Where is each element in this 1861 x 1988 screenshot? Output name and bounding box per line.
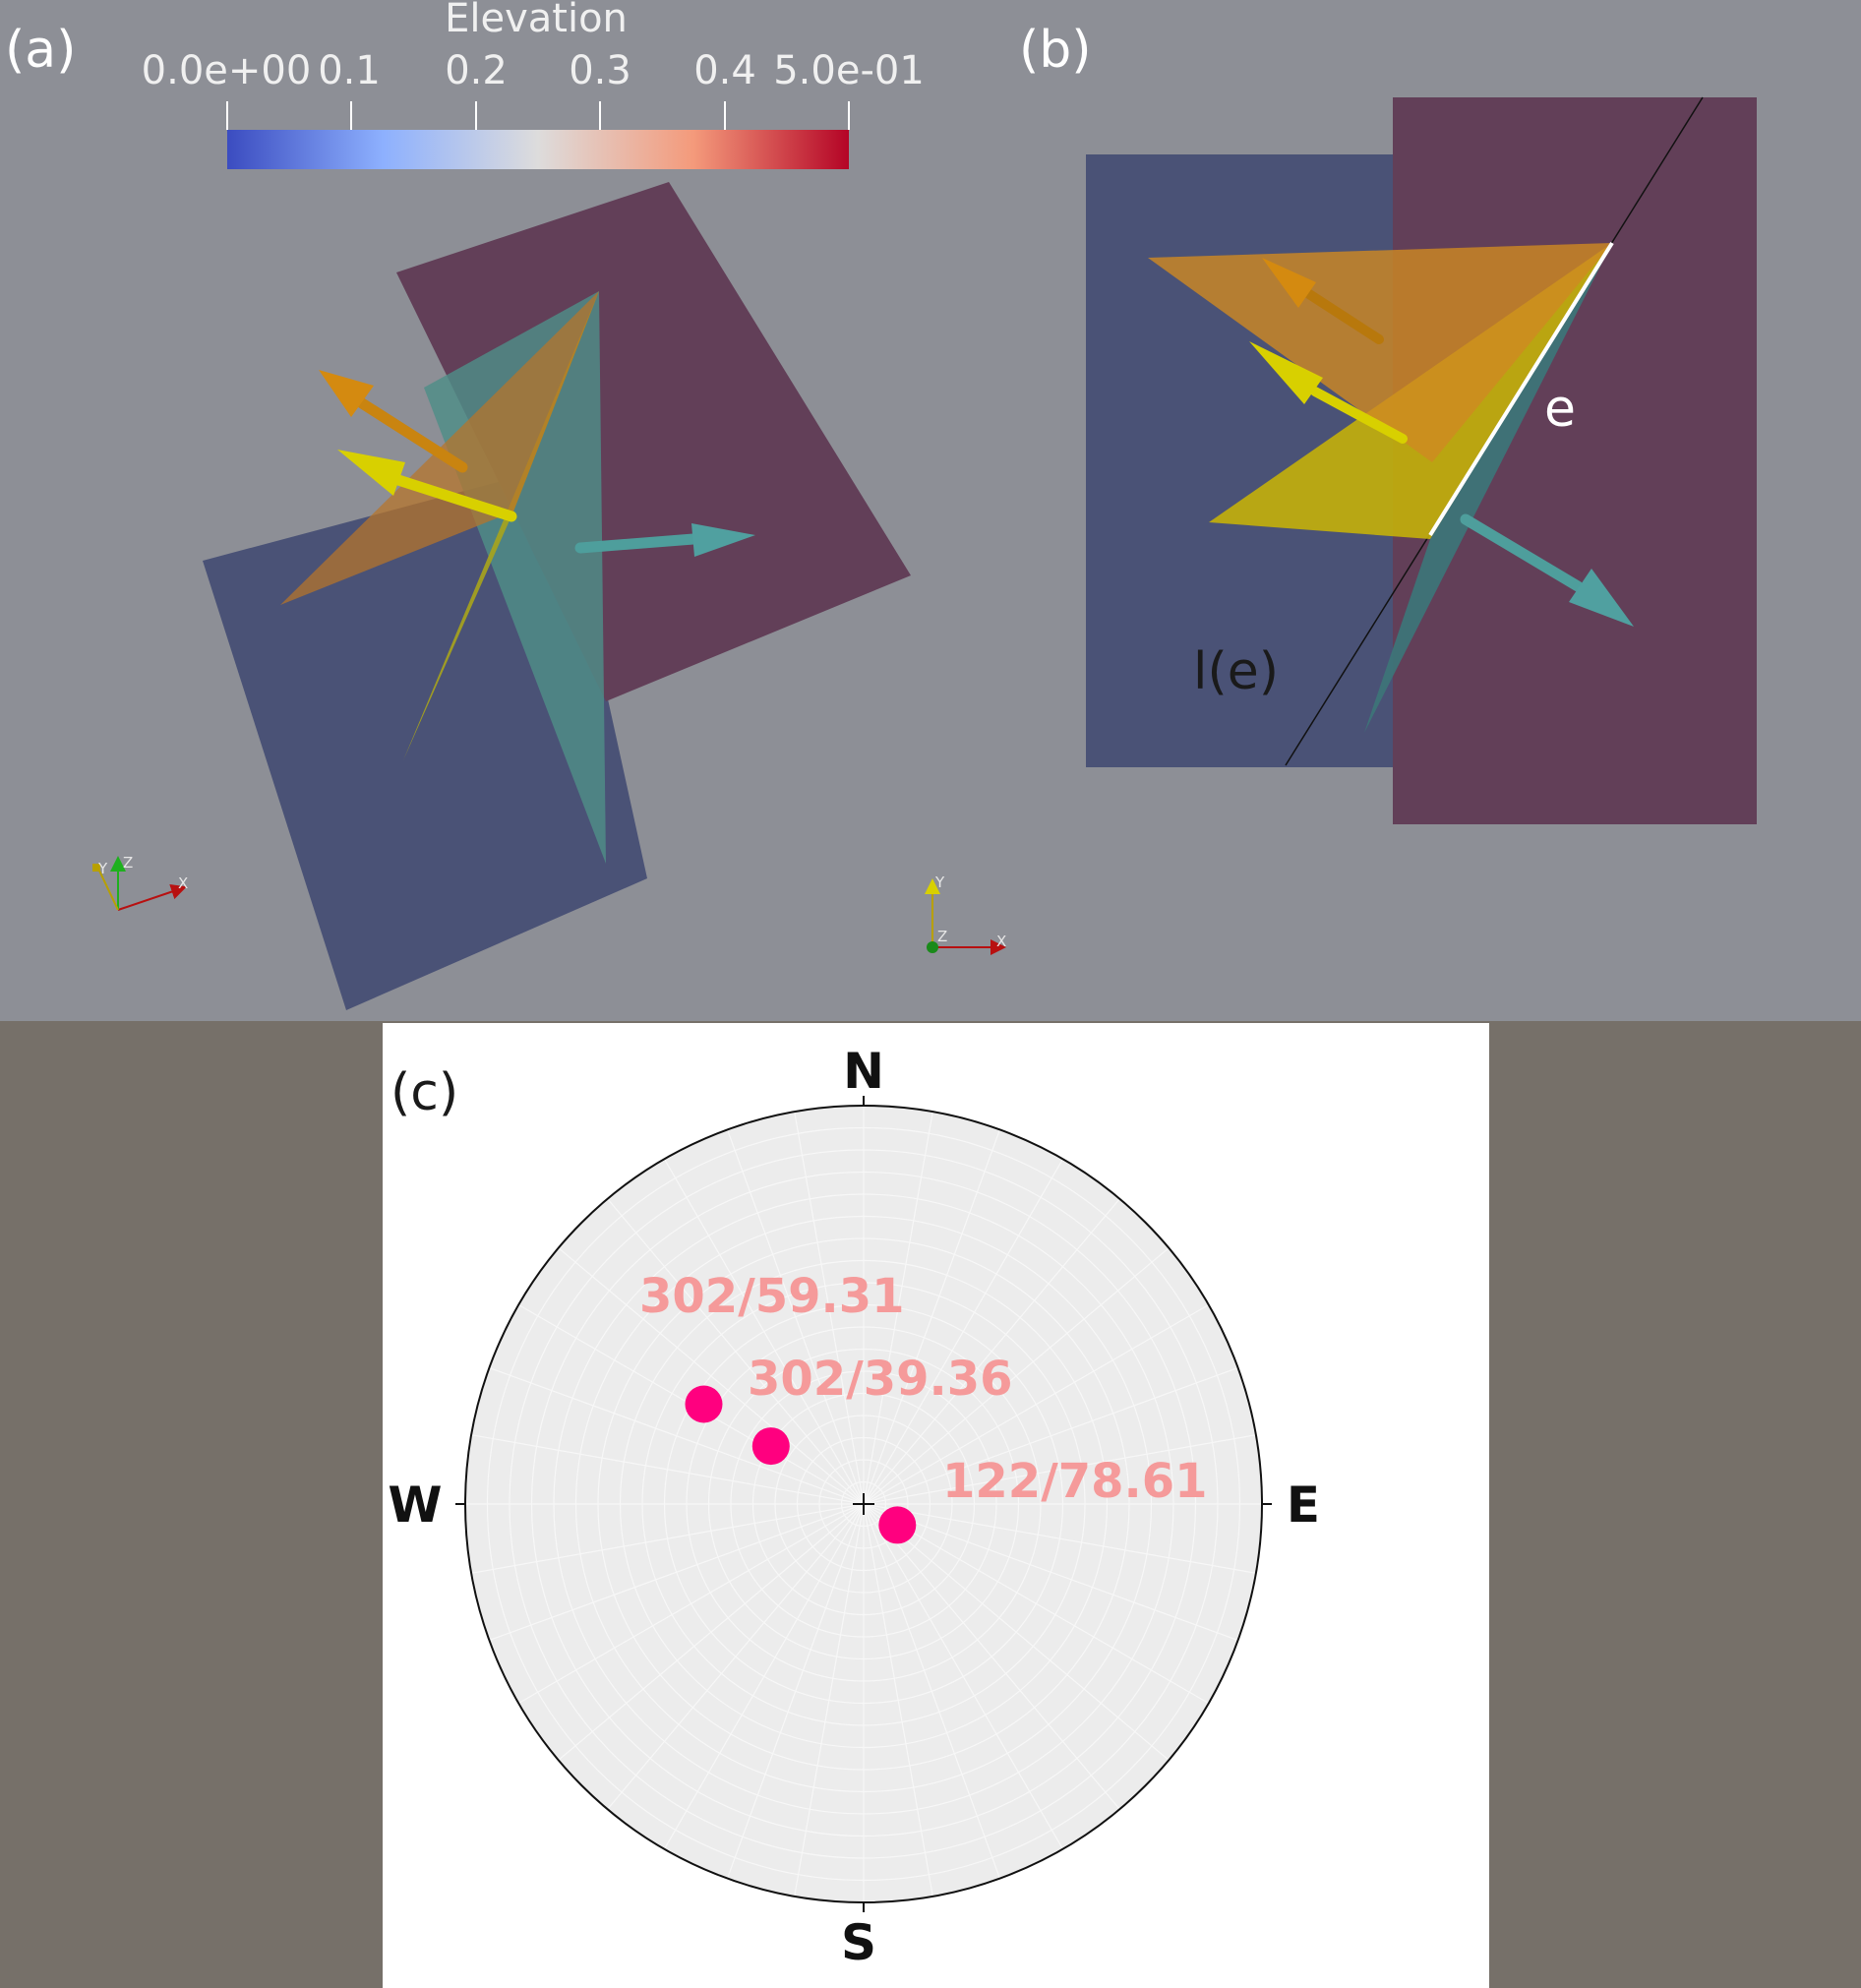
grid-spoke <box>663 1503 865 1849</box>
grid-spoke <box>863 1129 1001 1505</box>
colorbar-title: Elevation <box>445 0 628 41</box>
compass-south: S <box>841 1914 876 1971</box>
panel-b-label: (b) <box>1019 21 1092 80</box>
grid-spoke <box>471 1434 865 1505</box>
grid-spoke <box>863 1112 933 1505</box>
grid-spoke <box>863 1303 1209 1505</box>
axis-label-y: Y <box>934 874 945 891</box>
teal-normal-arrow <box>574 523 755 557</box>
grid-spoke <box>863 1198 1120 1505</box>
orange-normal-arrow <box>1262 258 1384 344</box>
teal-triangle <box>1364 243 1612 733</box>
grid-spoke <box>863 1366 1238 1505</box>
orange-triangle <box>1148 243 1612 462</box>
panel-b: (b) e l(e) X Y Z <box>925 21 1757 955</box>
colorbar-tick-label: 0.3 <box>569 48 631 93</box>
axis-label-x: X <box>996 933 1006 950</box>
colorbar-tick-label: 0.4 <box>693 48 756 93</box>
orange-normal-arrow <box>319 370 468 473</box>
pole-point <box>685 1385 723 1423</box>
compass-ticks <box>455 1096 1272 1912</box>
panel-c: (c) N S E W 302/59.31 302/39.36 122/78.6… <box>383 1023 1489 1988</box>
shared-edge <box>1428 241 1614 537</box>
compass-east: E <box>1287 1476 1320 1534</box>
grid-spoke <box>794 1503 865 1897</box>
colorbar-tick-label: 0.1 <box>318 48 381 93</box>
grid-spoke <box>863 1503 1120 1810</box>
grid-spoke <box>489 1503 865 1642</box>
grid-spoke <box>863 1503 1256 1574</box>
grid-spoke <box>726 1129 865 1505</box>
grid-spoke <box>863 1159 1064 1505</box>
grid-spoke <box>607 1198 865 1505</box>
pole-markers <box>685 1385 917 1544</box>
grid-spoke <box>558 1247 865 1505</box>
compass-west: W <box>388 1476 442 1534</box>
orientation-axes-b: X Y Z <box>925 874 1006 955</box>
line-label: l(e) <box>1193 642 1279 701</box>
colorbar-gradient <box>227 130 849 169</box>
grid-spoke <box>471 1503 865 1574</box>
grid-spoke <box>607 1503 865 1810</box>
yellow-normal-arrow <box>1249 341 1408 444</box>
pole-label: 302/59.31 <box>639 1269 905 1324</box>
colorbar-tick-label: 0.0e+00 <box>142 48 312 93</box>
grid-spoke <box>558 1503 865 1761</box>
colorbar-tick-label: 5.0e-01 <box>773 48 925 93</box>
axis-label-x: X <box>178 874 188 892</box>
axis-label-z: Z <box>123 854 133 872</box>
grid-spoke <box>863 1503 1209 1705</box>
panel-c-label: (c) <box>390 1063 458 1122</box>
edge-label: e <box>1544 380 1576 439</box>
grid-spoke <box>663 1159 865 1505</box>
center-cross <box>853 1493 874 1515</box>
colorbar-tick-label: 0.2 <box>445 48 508 93</box>
yellow-normal-arrow <box>337 450 517 522</box>
colorbar: Elevation 0.0e+00 0.1 0.2 0.3 0.4 5.0e-0… <box>142 0 925 169</box>
grid-spoke <box>863 1503 1064 1849</box>
panel-a-label: (a) <box>5 21 76 80</box>
compass-north: N <box>843 1043 884 1100</box>
pole-label: 122/78.61 <box>942 1454 1208 1509</box>
grid-spoke <box>863 1503 1170 1761</box>
pole-point <box>751 1427 790 1466</box>
grid-spoke <box>863 1503 1238 1642</box>
grid-spoke <box>863 1247 1170 1505</box>
grid-spoke <box>863 1434 1256 1505</box>
grid-spoke <box>863 1503 1001 1879</box>
pole-label: 302/39.36 <box>748 1352 1013 1407</box>
teal-normal-arrow <box>1460 513 1634 627</box>
grid-spoke <box>517 1503 865 1705</box>
purple-plane <box>396 182 911 701</box>
colorbar-tick-marks <box>226 101 850 130</box>
grid-spoke <box>794 1112 865 1505</box>
orientation-axes-a: X Y Z <box>92 854 188 911</box>
pole-point <box>878 1506 917 1544</box>
grid-spoke <box>863 1503 933 1897</box>
grid-spoke <box>726 1503 865 1879</box>
panel-a: (a) Elevation 0.0e+00 0.1 0.2 0.3 0.4 5.… <box>5 0 925 1010</box>
axis-label-y: Y <box>97 860 108 877</box>
grid-spoke <box>489 1366 865 1505</box>
axis-label-z: Z <box>937 928 947 945</box>
